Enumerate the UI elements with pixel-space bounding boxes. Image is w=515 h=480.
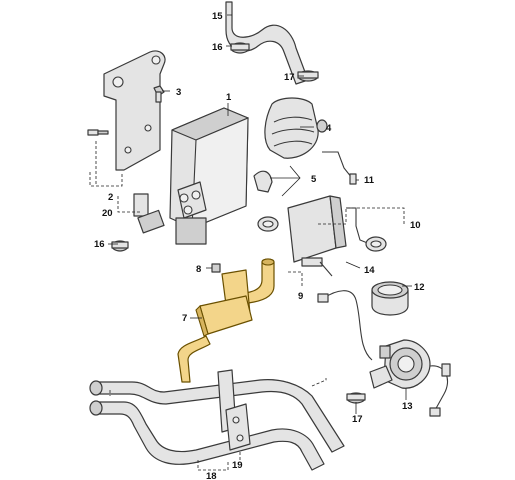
wiring-harness-10 bbox=[346, 207, 387, 252]
fitting-20 bbox=[133, 193, 165, 234]
hose-stub-5 bbox=[253, 170, 273, 193]
fuel-line-11 bbox=[322, 151, 357, 185]
exhaust-silencer-7 bbox=[177, 258, 275, 383]
coolant-pipes-18 bbox=[89, 369, 345, 471]
callout-13: 13 bbox=[402, 401, 413, 412]
callout-5: 5 bbox=[311, 174, 317, 185]
callout-12: 12 bbox=[414, 282, 425, 293]
clamp-12 bbox=[371, 281, 409, 316]
auxiliary-heater-1 bbox=[169, 107, 249, 245]
sensor-cable bbox=[317, 290, 373, 361]
callout-16-left: 16 bbox=[94, 239, 105, 250]
bracket-screw bbox=[87, 129, 109, 136]
leader-lines bbox=[89, 14, 412, 471]
hose-clamp-17-top bbox=[297, 70, 319, 82]
gasket-19 bbox=[225, 403, 251, 451]
control-unit-9 bbox=[287, 195, 347, 277]
hose-clamp-16-top bbox=[230, 42, 250, 54]
callout-17-top: 17 bbox=[284, 72, 295, 83]
callout-17-lower: 17 bbox=[352, 414, 363, 425]
callout-14: 14 bbox=[364, 265, 375, 276]
callout-19: 19 bbox=[232, 460, 243, 471]
callout-labels: 15 16 17 3 1 4 5 11 2 20 10 16 8 14 12 9… bbox=[94, 11, 425, 480]
hose-clamp-17-lower bbox=[346, 392, 366, 404]
mounting-bracket-2 bbox=[103, 50, 166, 171]
callout-16-top: 16 bbox=[212, 42, 223, 53]
callout-18: 18 bbox=[206, 471, 217, 480]
hose-clamp-16-left bbox=[111, 240, 129, 252]
screw-3 bbox=[153, 85, 165, 103]
callout-9: 9 bbox=[298, 291, 303, 302]
callout-8: 8 bbox=[196, 264, 201, 275]
screw-8 bbox=[211, 263, 221, 273]
air-intake-bellows-4 bbox=[264, 97, 328, 159]
callout-15: 15 bbox=[212, 11, 223, 22]
callout-1: 1 bbox=[226, 92, 232, 103]
callout-2: 2 bbox=[108, 192, 113, 203]
callout-10: 10 bbox=[410, 220, 421, 231]
hose-clamp-body bbox=[257, 216, 279, 232]
callout-7: 7 bbox=[182, 313, 187, 324]
callout-4: 4 bbox=[326, 123, 332, 134]
callout-11: 11 bbox=[364, 175, 375, 186]
callout-20: 20 bbox=[102, 208, 113, 219]
callout-3: 3 bbox=[176, 87, 181, 98]
